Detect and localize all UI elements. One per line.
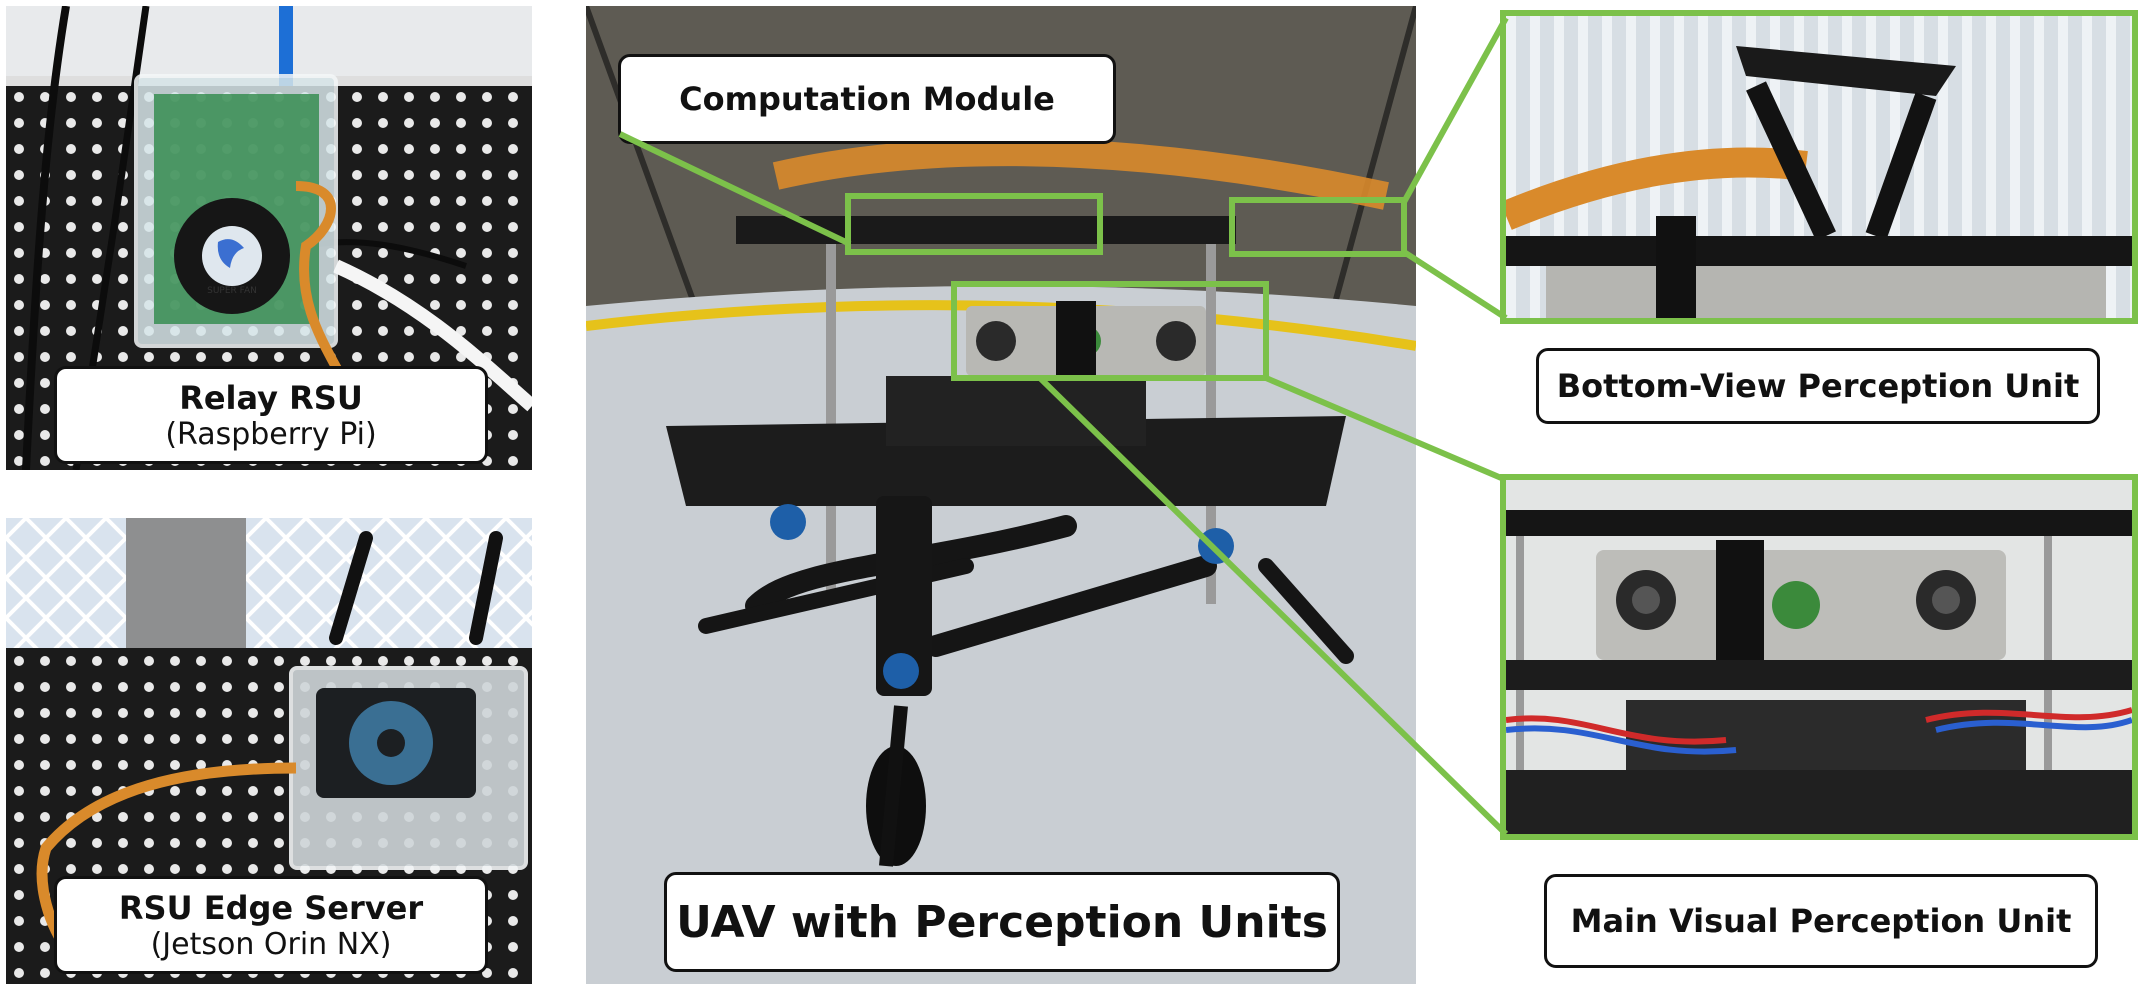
bottom-view-label: Bottom-View Perception Unit — [1536, 348, 2100, 424]
computation-module-title: Computation Module — [679, 80, 1055, 118]
fan-label: SUPER FAN — [207, 286, 257, 296]
main-visual-title: Main Visual Perception Unit — [1570, 902, 2072, 940]
computation-module-label: Computation Module — [618, 54, 1116, 144]
main-visual-label: Main Visual Perception Unit — [1544, 874, 2098, 968]
edge-server-subtitle: (Jetson Orin NX) — [150, 926, 392, 962]
uav-scene — [586, 6, 1416, 984]
bottom-view-connector-top — [1401, 16, 1509, 204]
bottom-view-scene — [1506, 16, 2132, 318]
main-visual-zoom-photo — [1506, 480, 2132, 834]
relay-rsu-subtitle: (Raspberry Pi) — [165, 416, 377, 452]
uav-photo — [586, 6, 1416, 984]
flight-controller — [1626, 700, 2026, 770]
bottom-view-connector-bottom — [1402, 249, 1508, 321]
edge-server-title: RSU Edge Server — [118, 888, 424, 927]
edge-server-label: RSU Edge Server (Jetson Orin NX) — [54, 876, 488, 974]
relay-rsu-label: Relay RSU (Raspberry Pi) — [54, 366, 488, 464]
relay-rsu-scene: SUPER FAN — [6, 6, 532, 470]
relay-rsu-photo: SUPER FAN — [6, 6, 532, 470]
bottom-view-zoom-photo — [1506, 16, 2132, 318]
uav-title-label: UAV with Perception Units — [664, 872, 1340, 972]
bottom-view-title: Bottom-View Perception Unit — [1556, 367, 2080, 405]
uav-title: UAV with Perception Units — [676, 896, 1328, 948]
relay-rsu-title: Relay RSU — [179, 378, 363, 417]
main-visual-scene — [1506, 480, 2132, 834]
antenna — [469, 531, 503, 645]
antenna — [329, 531, 373, 645]
